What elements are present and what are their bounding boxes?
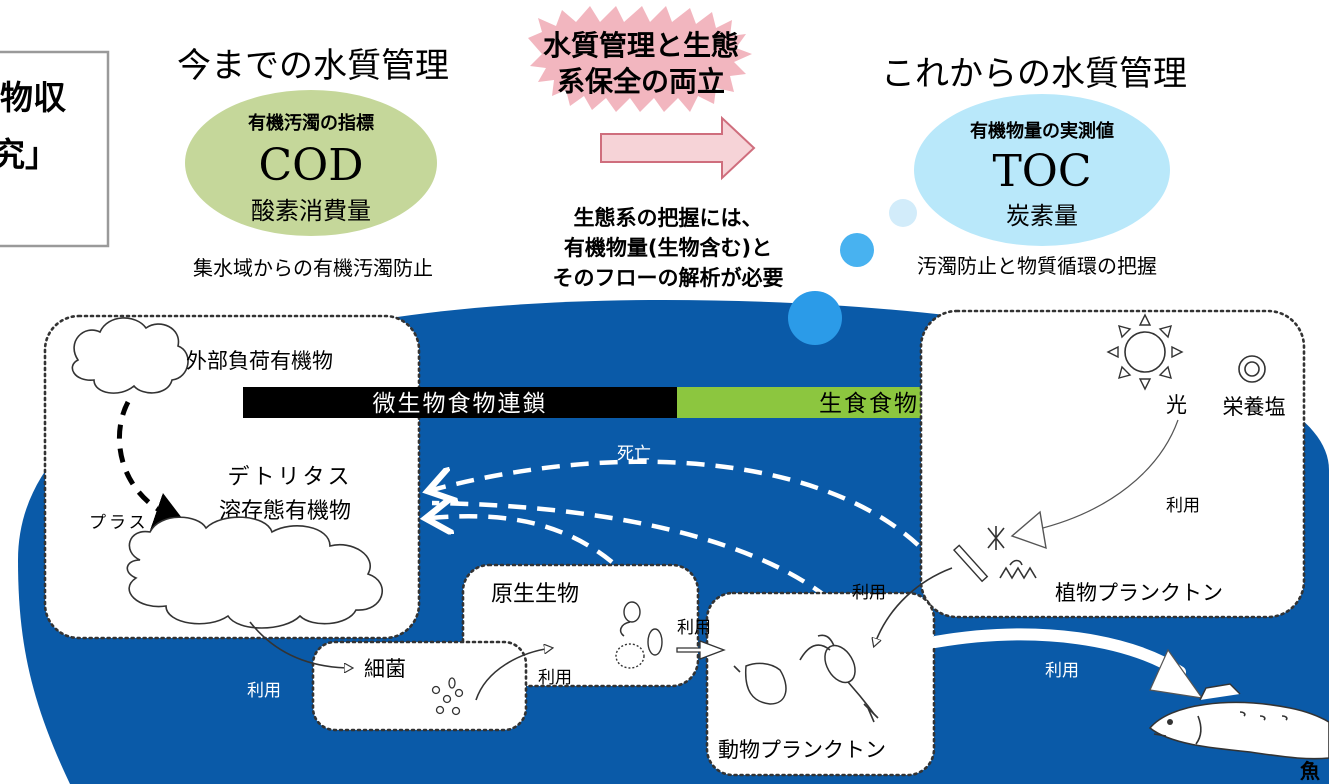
fish-label: 魚 — [1300, 759, 1320, 783]
toc-bubble-sub: 有機物量の実測値 — [970, 120, 1114, 142]
cod-bubble-sub: 有機汚濁の指標 — [248, 112, 374, 134]
toc-bubble — [914, 94, 1170, 246]
detritus-to-bacteria-arrow — [249, 621, 352, 668]
microbial-chain-band — [243, 387, 677, 418]
thought-dot-small — [889, 199, 917, 227]
death-arrow-from-protozoa — [430, 516, 614, 564]
note-line2: 有機物量(生物含む)と — [564, 236, 772, 260]
transition-arrow — [600, 115, 756, 181]
left-box-line2: 究」 — [0, 135, 58, 174]
toc-label: TOC — [992, 146, 1091, 197]
burst-line1: 水質管理と生態 — [543, 29, 739, 62]
plus-label: プラス — [89, 513, 149, 533]
use-protozoa-label: 利用 — [538, 668, 572, 688]
use-bacteria-label: 利用 — [247, 681, 281, 701]
cod-label: COD — [258, 140, 363, 191]
death-label: 死亡 — [617, 444, 651, 464]
fish-icon — [1148, 683, 1329, 760]
future-caption: 汚濁防止と物質循環の把握 — [917, 254, 1157, 278]
protozoa-to-zoo-arrow — [676, 640, 726, 660]
detritus-label: デトリタス — [227, 465, 352, 490]
left-box-line3: ） — [0, 192, 18, 230]
bacteria-to-protozoa-arrow — [475, 648, 552, 701]
nutrients-label: 栄養塩 — [1223, 395, 1286, 419]
zoo-to-fish-arrowhead — [1149, 648, 1204, 699]
use-zoo-proto-label: 利用 — [677, 618, 711, 638]
toc-desc: 炭素量 — [1006, 202, 1078, 230]
microbial-chain-label: 微生物食物連鎖 — [373, 391, 548, 417]
burst-line2: 系保全の両立 — [557, 65, 725, 98]
use-zoo-phyto-label: 利用 — [852, 583, 886, 603]
protozoa-label: 原生生物 — [491, 582, 579, 607]
detritus-cloud — [126, 516, 384, 629]
note-line3: そのフローの解析が必要 — [553, 266, 784, 290]
bacteria-box — [311, 640, 528, 732]
past-caption: 集水域からの有機汚濁防止 — [193, 256, 433, 280]
external-load-label: 外部負荷有機物 — [186, 349, 333, 373]
phytoplankton-icon — [952, 526, 1037, 583]
left-box-line1: 物収 — [0, 78, 67, 117]
cod-bubble — [185, 90, 437, 236]
light-label: 光 — [1166, 393, 1187, 417]
light-use-arrowhead — [1010, 510, 1047, 550]
phytoplankton-region — [919, 309, 1306, 619]
protozoa-icon — [615, 601, 663, 669]
zooplankton-label: 動物プランクトン — [718, 738, 886, 762]
bacteria-icon — [431, 677, 464, 716]
future-heading: これからの水質管理 — [881, 54, 1187, 94]
zooplankton-icon — [733, 634, 879, 723]
zoo-to-fish-arrow — [929, 628, 1186, 678]
bacteria-label: 細菌 — [364, 657, 406, 681]
death-arrow-from-zoo — [431, 500, 830, 600]
external-load-cloud — [71, 317, 189, 394]
left-partial-box — [0, 50, 110, 248]
external-to-detritus-arrow — [116, 400, 185, 531]
thought-dot-large — [788, 291, 842, 345]
note-line1: 生態系の把握には、 — [574, 206, 763, 230]
phyto-to-zoo-arrow — [874, 567, 953, 646]
past-heading: 今までの水質管理 — [177, 46, 449, 86]
sun-icon — [1106, 313, 1184, 391]
phytoplankton-label: 植物プランクトン — [1055, 581, 1223, 605]
nutrient-icon — [1238, 355, 1266, 383]
use-fish-label: 利用 — [1045, 661, 1079, 681]
cod-desc: 酸素消費量 — [251, 197, 371, 225]
use-phyto-label: 利用 — [1166, 496, 1200, 516]
center-burst — [528, 6, 752, 112]
thought-dot-medium — [840, 233, 874, 267]
